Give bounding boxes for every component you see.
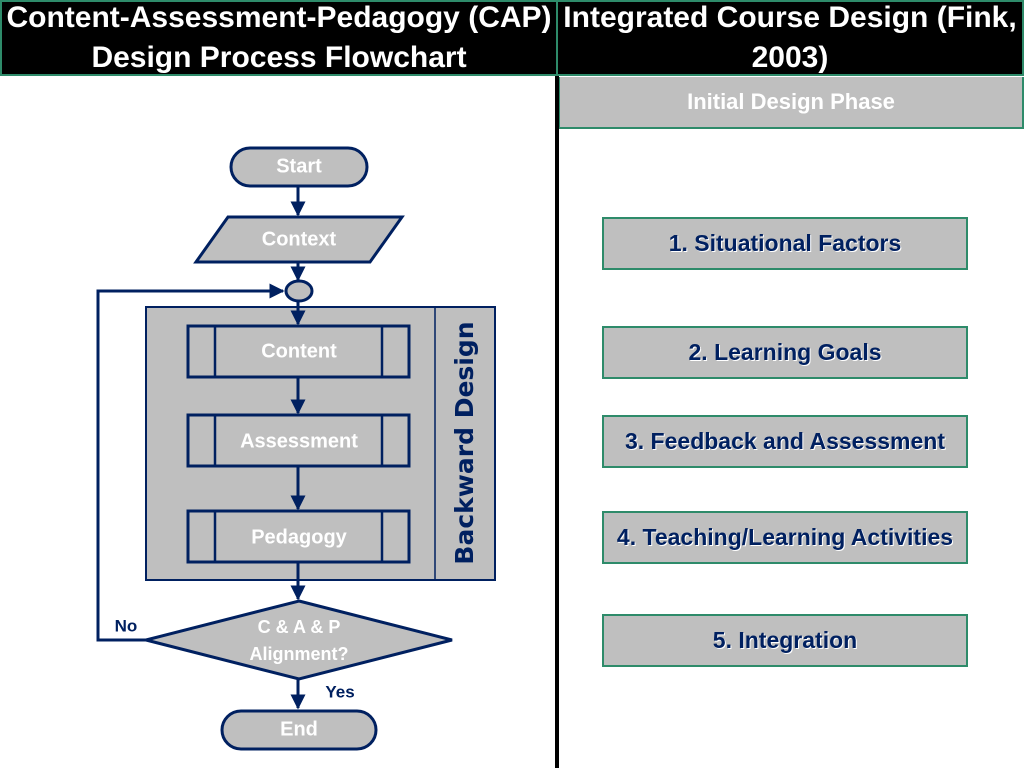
context-label: Context [262,228,337,250]
context-parallelogram [193,215,405,264]
fink-step-learning-goals: 2. Learning Goals [602,326,968,379]
yes-label: Yes [325,682,354,701]
fink-step-feedback-assessment: 3. Feedback and Assessment [602,415,968,468]
decision-label-line1: C & A & P [258,617,341,637]
pedagogy-label: Pedagogy [251,526,347,548]
content-process-box [186,324,411,379]
left-header-title: Content-Assessment-Pedagogy (CAP) Design… [0,0,558,76]
pedagogy-process-box [186,509,411,564]
end-label: End [280,718,318,740]
fink-step-integration: 5. Integration [602,614,968,667]
decision-label-line2: Alignment? [250,644,349,664]
initial-design-phase-banner: Initial Design Phase [558,77,1024,129]
start-label: Start [276,155,322,177]
right-header-title: Integrated Course Design (Fink, 2003) [558,0,1024,76]
end-terminator [220,709,378,751]
alignment-decision-diamond [145,599,453,681]
column-divider [555,76,559,768]
merge-junction [284,279,314,303]
assessment-label: Assessment [240,430,358,452]
no-label: No [115,616,138,635]
content-label: Content [261,340,337,362]
fink-step-teaching-learning: 4. Teaching/Learning Activities [602,511,968,564]
fink-step-situational-factors: 1. Situational Factors [602,217,968,270]
backward-design-label: Backward Design [450,321,479,564]
no-loop-arrow [96,283,285,642]
